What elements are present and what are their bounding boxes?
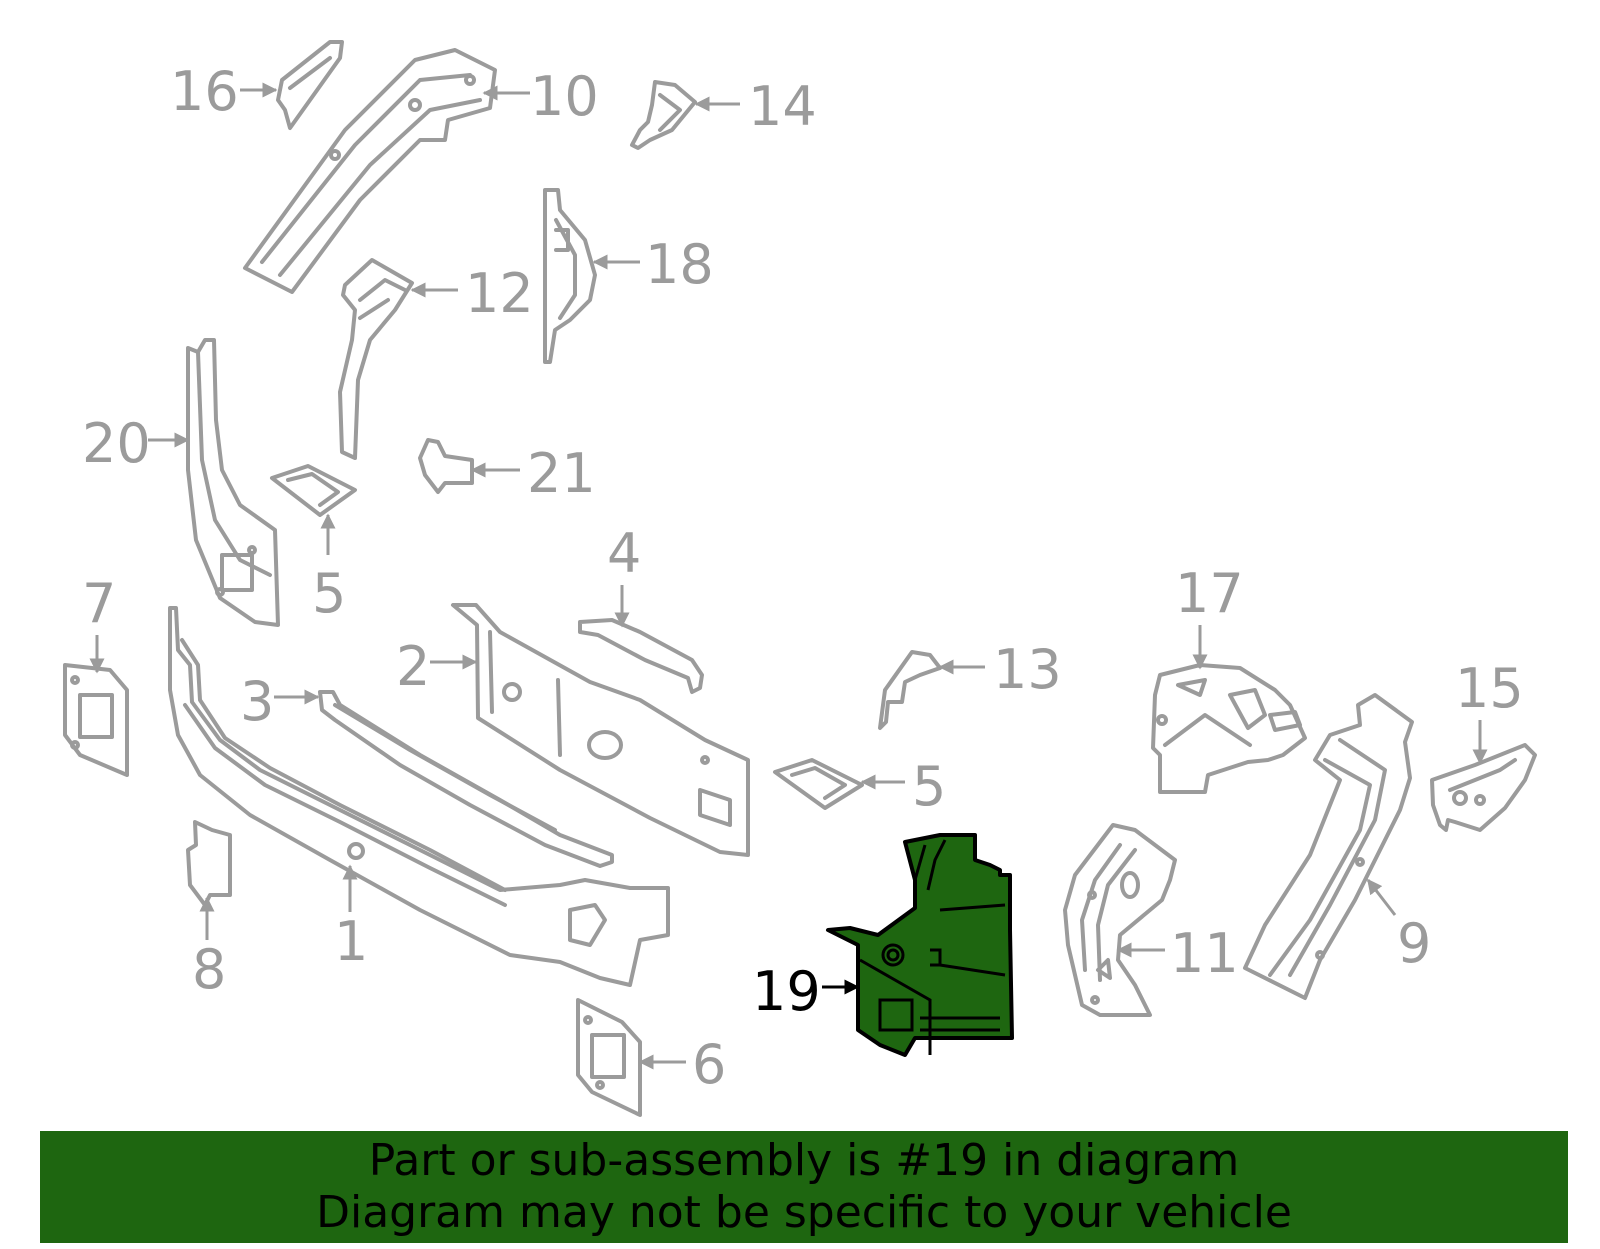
part-21 bbox=[418, 438, 474, 494]
label-14: 14 bbox=[748, 75, 817, 138]
label-12: 12 bbox=[465, 262, 534, 325]
label-3: 3 bbox=[240, 670, 274, 733]
part-19 bbox=[826, 833, 1014, 1057]
part-8 bbox=[186, 820, 232, 907]
label-9: 9 bbox=[1397, 912, 1431, 975]
banner-line-1: Part or sub-assembly is #19 in diagram bbox=[368, 1135, 1240, 1186]
label-15: 15 bbox=[1455, 657, 1524, 720]
part-12 bbox=[338, 258, 414, 460]
label-8: 8 bbox=[192, 938, 226, 1001]
label-6: 6 bbox=[692, 1033, 726, 1096]
part-6 bbox=[576, 998, 642, 1117]
label-11: 11 bbox=[1170, 922, 1239, 985]
part-1 bbox=[168, 606, 670, 987]
arrow-9 bbox=[1366, 878, 1397, 916]
part-18 bbox=[543, 188, 597, 364]
part-13 bbox=[878, 650, 942, 730]
banner-line-2: Diagram may not be specific to your vehi… bbox=[316, 1187, 1292, 1238]
part-15 bbox=[1430, 743, 1537, 832]
label-18: 18 bbox=[645, 233, 714, 296]
label-13: 13 bbox=[993, 638, 1062, 701]
part-2 bbox=[451, 603, 750, 857]
label-7: 7 bbox=[82, 572, 116, 635]
part-5-upper bbox=[270, 464, 357, 517]
label-19: 19 bbox=[752, 960, 821, 1023]
part-11 bbox=[1063, 823, 1177, 1017]
label-5-lower: 5 bbox=[912, 755, 946, 818]
part-10 bbox=[243, 48, 497, 294]
part-3 bbox=[318, 690, 614, 868]
info-banner: Part or sub-assembly is #19 in diagram D… bbox=[40, 1131, 1568, 1243]
part-7 bbox=[63, 663, 129, 777]
label-21: 21 bbox=[527, 442, 596, 505]
part-5-lower bbox=[773, 758, 864, 810]
label-16: 16 bbox=[170, 60, 239, 123]
part-9 bbox=[1243, 693, 1414, 1000]
label-2: 2 bbox=[396, 635, 430, 698]
label-20: 20 bbox=[82, 412, 151, 475]
label-10: 10 bbox=[530, 65, 599, 128]
label-1: 1 bbox=[334, 910, 368, 973]
part-20 bbox=[186, 338, 280, 627]
part-17 bbox=[1151, 663, 1307, 794]
label-17: 17 bbox=[1175, 562, 1244, 625]
part-4 bbox=[578, 618, 704, 694]
part-16 bbox=[276, 40, 344, 130]
part-14 bbox=[630, 80, 697, 150]
label-4: 4 bbox=[607, 522, 641, 585]
label-5-upper: 5 bbox=[312, 562, 346, 625]
